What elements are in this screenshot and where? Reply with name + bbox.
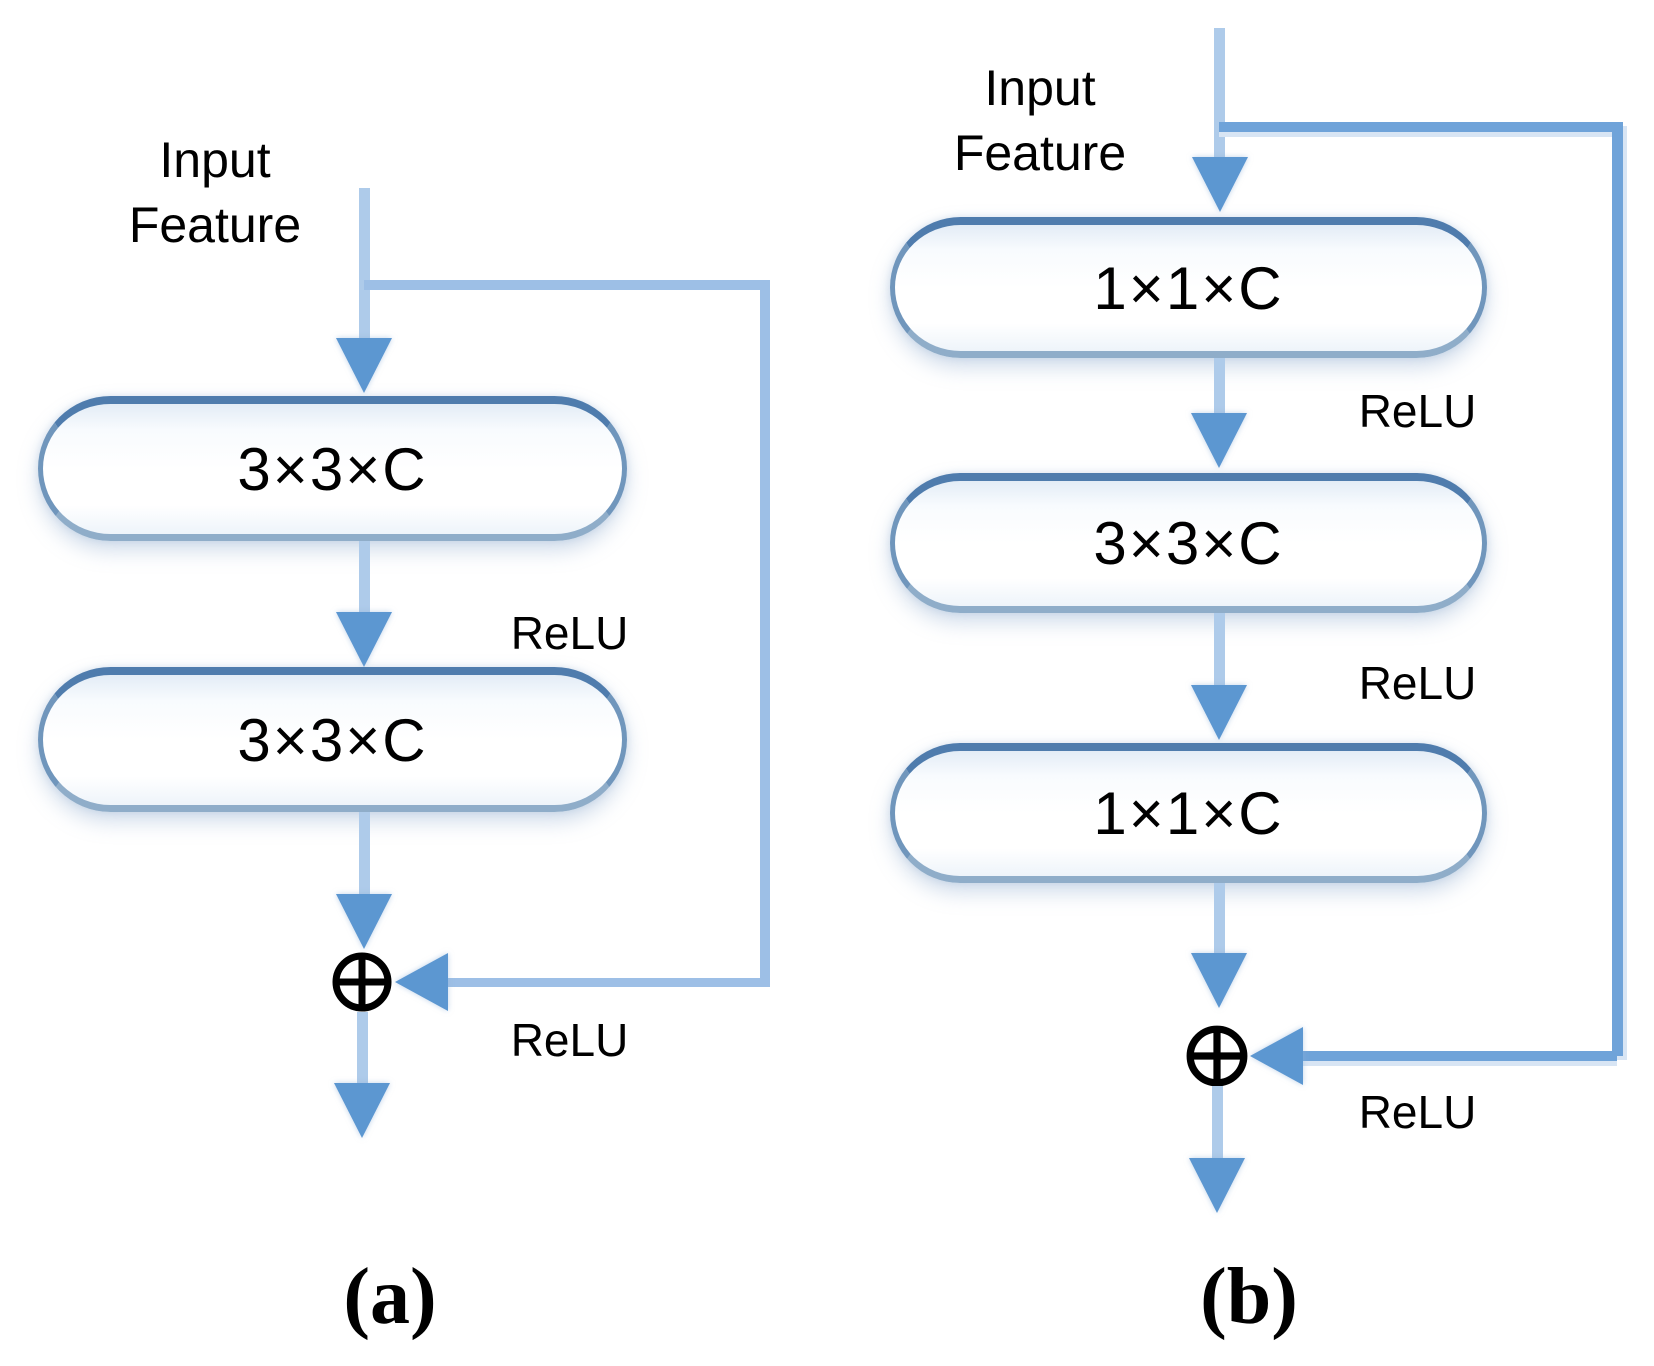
relu-label: ReLU	[510, 607, 629, 659]
conv-box-3-label: 1×1×C	[1093, 780, 1284, 847]
input-label-line1: Input	[159, 132, 271, 188]
input-feature-label: Input Feature	[75, 128, 355, 258]
conv-box-2: 3×3×C	[38, 667, 627, 812]
input-feature-label: Input Feature	[900, 56, 1180, 186]
caption-a: (a)	[343, 1253, 437, 1341]
skip-branch-line	[364, 280, 770, 290]
conv-box-2: 3×3×C	[890, 473, 1487, 613]
arrowhead-left-icon	[1250, 1027, 1303, 1085]
skip-return-line	[448, 978, 770, 987]
circled-plus-icon	[1184, 1023, 1250, 1094]
output-arrow-stem	[1212, 1086, 1223, 1162]
conv-box-1: 3×3×C	[38, 396, 627, 541]
arrow-stem	[1214, 358, 1225, 415]
arrow-stem	[359, 812, 370, 896]
arrowhead-down-icon	[336, 894, 392, 949]
relu-label: ReLU	[1358, 657, 1477, 709]
skip-vertical-line	[1612, 122, 1623, 1056]
conv-box-2-label: 3×3×C	[1093, 510, 1284, 577]
caption-b: (b)	[1200, 1253, 1298, 1341]
arrow-stem	[1214, 613, 1225, 687]
arrow-stem	[1214, 883, 1225, 955]
conv-box-1: 1×1×C	[890, 217, 1487, 358]
input-label-line2: Feature	[128, 197, 302, 253]
arrowhead-left-icon	[395, 953, 448, 1011]
conv-box-2-label: 3×3×C	[237, 706, 428, 774]
arrowhead-down-icon	[334, 1083, 390, 1138]
input-label-line2: Feature	[953, 125, 1127, 181]
input-label-line1: Input	[984, 60, 1096, 116]
arrowhead-down-icon	[1191, 685, 1247, 740]
skip-branch-line	[1219, 122, 1619, 132]
conv-box-1-label: 3×3×C	[237, 435, 428, 503]
arrowhead-down-icon	[1189, 1158, 1245, 1213]
arrowhead-down-icon	[336, 612, 392, 667]
relu-label: ReLU	[1358, 385, 1477, 437]
skip-vertical-line	[760, 280, 770, 987]
input-arrow-stem	[359, 188, 370, 340]
output-arrow-stem	[357, 1012, 368, 1085]
arrowhead-down-icon	[1192, 157, 1248, 212]
arrowhead-down-icon	[1191, 413, 1247, 468]
relu-label: ReLU	[1358, 1086, 1477, 1138]
conv-box-3: 1×1×C	[890, 743, 1487, 883]
circled-plus-icon	[330, 950, 394, 1019]
arrow-stem	[359, 541, 370, 614]
skip-return-line	[1302, 1051, 1617, 1061]
conv-box-1-label: 1×1×C	[1093, 254, 1284, 322]
input-arrow-stem	[1214, 28, 1225, 157]
arrowhead-down-icon	[1191, 953, 1247, 1008]
arrowhead-down-icon	[336, 338, 392, 393]
relu-label: ReLU	[510, 1014, 629, 1066]
